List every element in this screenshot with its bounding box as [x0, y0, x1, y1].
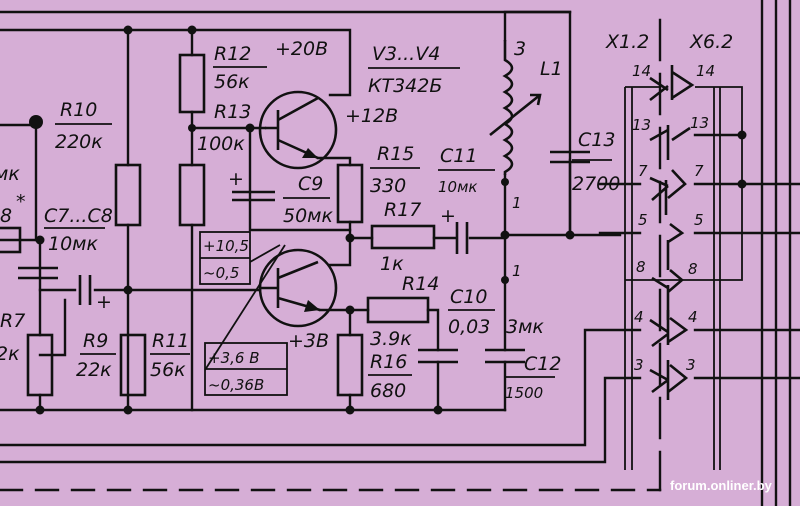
- pin-right-4: 4: [688, 308, 698, 326]
- connector-contacts: [649, 65, 695, 400]
- r11-value: 56к: [150, 359, 186, 381]
- v3v4-ref: V3...V4: [372, 43, 440, 65]
- connector-x6-2: X6.2: [689, 31, 733, 53]
- r16-value: 680: [370, 380, 406, 402]
- r15-value: 330: [370, 175, 406, 197]
- transistor-v4: [204, 244, 338, 371]
- r14-ref: R14: [402, 273, 439, 295]
- r13-value: 100к: [197, 133, 245, 155]
- pin-right-3: 3: [686, 356, 696, 374]
- pin-right-13: 13: [690, 114, 709, 132]
- pin-right-5: 5: [694, 211, 704, 229]
- c9-value: 50мк: [283, 205, 334, 227]
- pin-left-7: 7: [638, 162, 648, 180]
- r17-ref: R17: [384, 199, 421, 221]
- coil-pin-1b: 1: [512, 262, 522, 280]
- c7c8-ref: C7...C8: [44, 205, 113, 227]
- partial-label-mk: мк: [0, 163, 20, 185]
- resistor-r14: [366, 296, 430, 324]
- pin-left-13: 13: [632, 116, 651, 134]
- pin-right-7: 7: [694, 162, 704, 180]
- watermark: forum.onliner.by: [670, 478, 773, 493]
- r9-value: 22к: [76, 359, 112, 381]
- resistor-r16: [336, 333, 364, 397]
- r7-value: 2к: [0, 343, 20, 365]
- c13-value: 2700: [572, 173, 620, 195]
- partial-label-8: 8: [0, 205, 12, 227]
- c10-ref: C10: [450, 286, 487, 308]
- voltage-20v: +20В: [275, 38, 328, 60]
- c11-value: 10мк: [438, 178, 477, 196]
- c9-plus: +: [228, 168, 244, 190]
- r13-ref: R13: [214, 101, 251, 123]
- capacitor-c7c8: [78, 275, 92, 305]
- junction-dots: [29, 25, 747, 415]
- c7c8-value: 10мк: [48, 233, 99, 255]
- r16-ref: R16: [370, 351, 407, 373]
- connector-x1-2: X1.2: [605, 31, 649, 53]
- c12-value: 1500: [505, 384, 543, 402]
- c7c8-plus: +: [96, 291, 112, 313]
- inductor-l1: [489, 40, 542, 175]
- r12-ref: R12: [214, 43, 251, 65]
- r12-value: 56к: [214, 71, 250, 93]
- c12-ref: C12: [524, 353, 561, 375]
- r10-ref: R10: [60, 99, 97, 121]
- r15-ref: R15: [377, 143, 414, 165]
- r17-value: 1к: [380, 253, 404, 275]
- r9-ref: R9: [83, 330, 108, 352]
- l1-value: 3мк: [506, 316, 544, 338]
- pin-left-5: 5: [638, 211, 648, 229]
- pin-left-14: 14: [632, 62, 651, 80]
- voltage-3v: +3В: [288, 330, 329, 352]
- pin-right-14: 14: [696, 62, 715, 80]
- capacitor-partial: [18, 266, 58, 280]
- v3v4-type: КТ342Б: [368, 75, 442, 97]
- resistor-r17: [370, 224, 436, 250]
- capacitor-c12: [485, 348, 525, 364]
- l1-ref: L1: [540, 58, 563, 80]
- r11-ref: R11: [152, 330, 189, 352]
- voltage-boxes: [199, 231, 288, 396]
- box1-ac: ~0,5: [203, 264, 239, 282]
- labels: R10 220к R12 56к +20В R13 100к V3...V4 К…: [0, 31, 773, 493]
- transistor-v3: [258, 90, 338, 170]
- resistor-r11: [119, 333, 147, 397]
- box2-dc: +3,6 В: [208, 349, 259, 367]
- coil-pin-1a: 1: [512, 194, 522, 212]
- resistor-partial: [0, 226, 22, 254]
- capacitors: [18, 150, 590, 364]
- resistor-r10: [114, 163, 142, 227]
- r10-value: 220к: [55, 131, 103, 153]
- capacitor-c10: [418, 348, 458, 364]
- c11-plus: +: [440, 205, 456, 227]
- voltage-12v: +12В: [345, 105, 398, 127]
- resistor-r12: [178, 53, 206, 114]
- resistor-r7: [26, 333, 54, 397]
- capacitor-c11: [455, 222, 469, 254]
- capacitor-c9: [232, 190, 275, 202]
- r14-value: 3.9к: [370, 328, 412, 350]
- partial-label-star: *: [16, 191, 26, 213]
- c10-value: 0,03: [448, 316, 490, 338]
- resistor-r15: [336, 163, 364, 224]
- coil-pin-3: 3: [514, 38, 526, 60]
- c11-ref: C11: [440, 145, 477, 167]
- resistors: [0, 53, 436, 397]
- c13-ref: C13: [578, 129, 615, 151]
- pin-right-8: 8: [688, 260, 698, 278]
- capacitor-c13: [550, 150, 590, 164]
- pin-left-8: 8: [636, 258, 646, 276]
- box2-ac: ~0,36В: [208, 376, 264, 394]
- pin-left-4: 4: [634, 308, 644, 326]
- r7-ref: R7: [0, 310, 25, 332]
- resistor-r13: [178, 163, 206, 227]
- pin-left-3: 3: [634, 356, 644, 374]
- box1-dc: +10,5: [203, 237, 249, 255]
- c9-ref: C9: [298, 173, 323, 195]
